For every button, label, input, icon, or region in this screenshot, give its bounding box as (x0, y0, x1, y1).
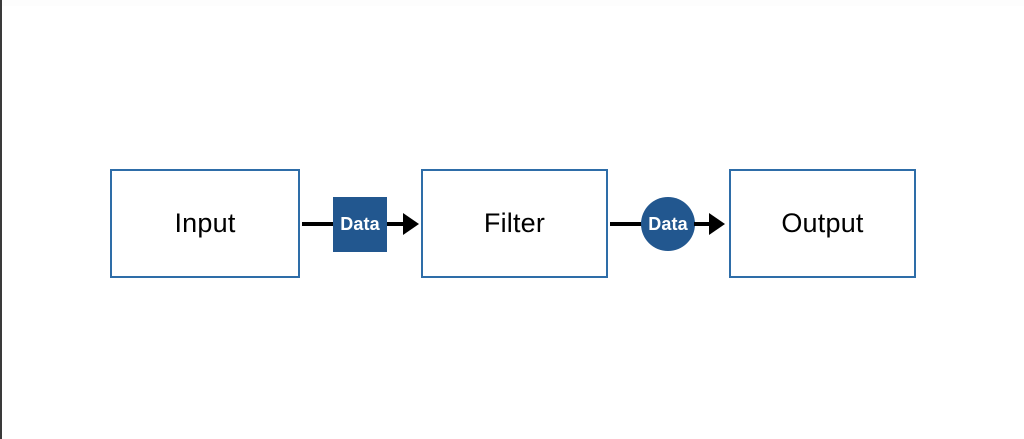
node-output-label: Output (781, 208, 864, 238)
connector-filter-to-data2 (610, 222, 642, 226)
data-marker-square-label: Data (340, 214, 380, 234)
data-marker-circle-label: Data (648, 213, 688, 234)
connector-data1-to-filter (387, 222, 405, 226)
node-output[interactable]: Output (729, 169, 916, 278)
arrow-right-icon-1 (403, 213, 419, 235)
node-input-label: Input (174, 208, 236, 238)
arrow-right-icon-2 (709, 213, 725, 235)
clipped-top-strip (0, 0, 1024, 6)
connector-data2-to-output (694, 222, 711, 226)
connector-input-to-data1 (302, 222, 333, 226)
node-filter-label: Filter (483, 208, 546, 238)
node-input[interactable]: Input (110, 169, 300, 278)
data-marker-square[interactable]: Data (333, 197, 387, 252)
node-filter[interactable]: Filter (421, 169, 608, 278)
left-edge-rule (0, 0, 2, 439)
data-marker-circle[interactable]: Data (641, 197, 695, 251)
